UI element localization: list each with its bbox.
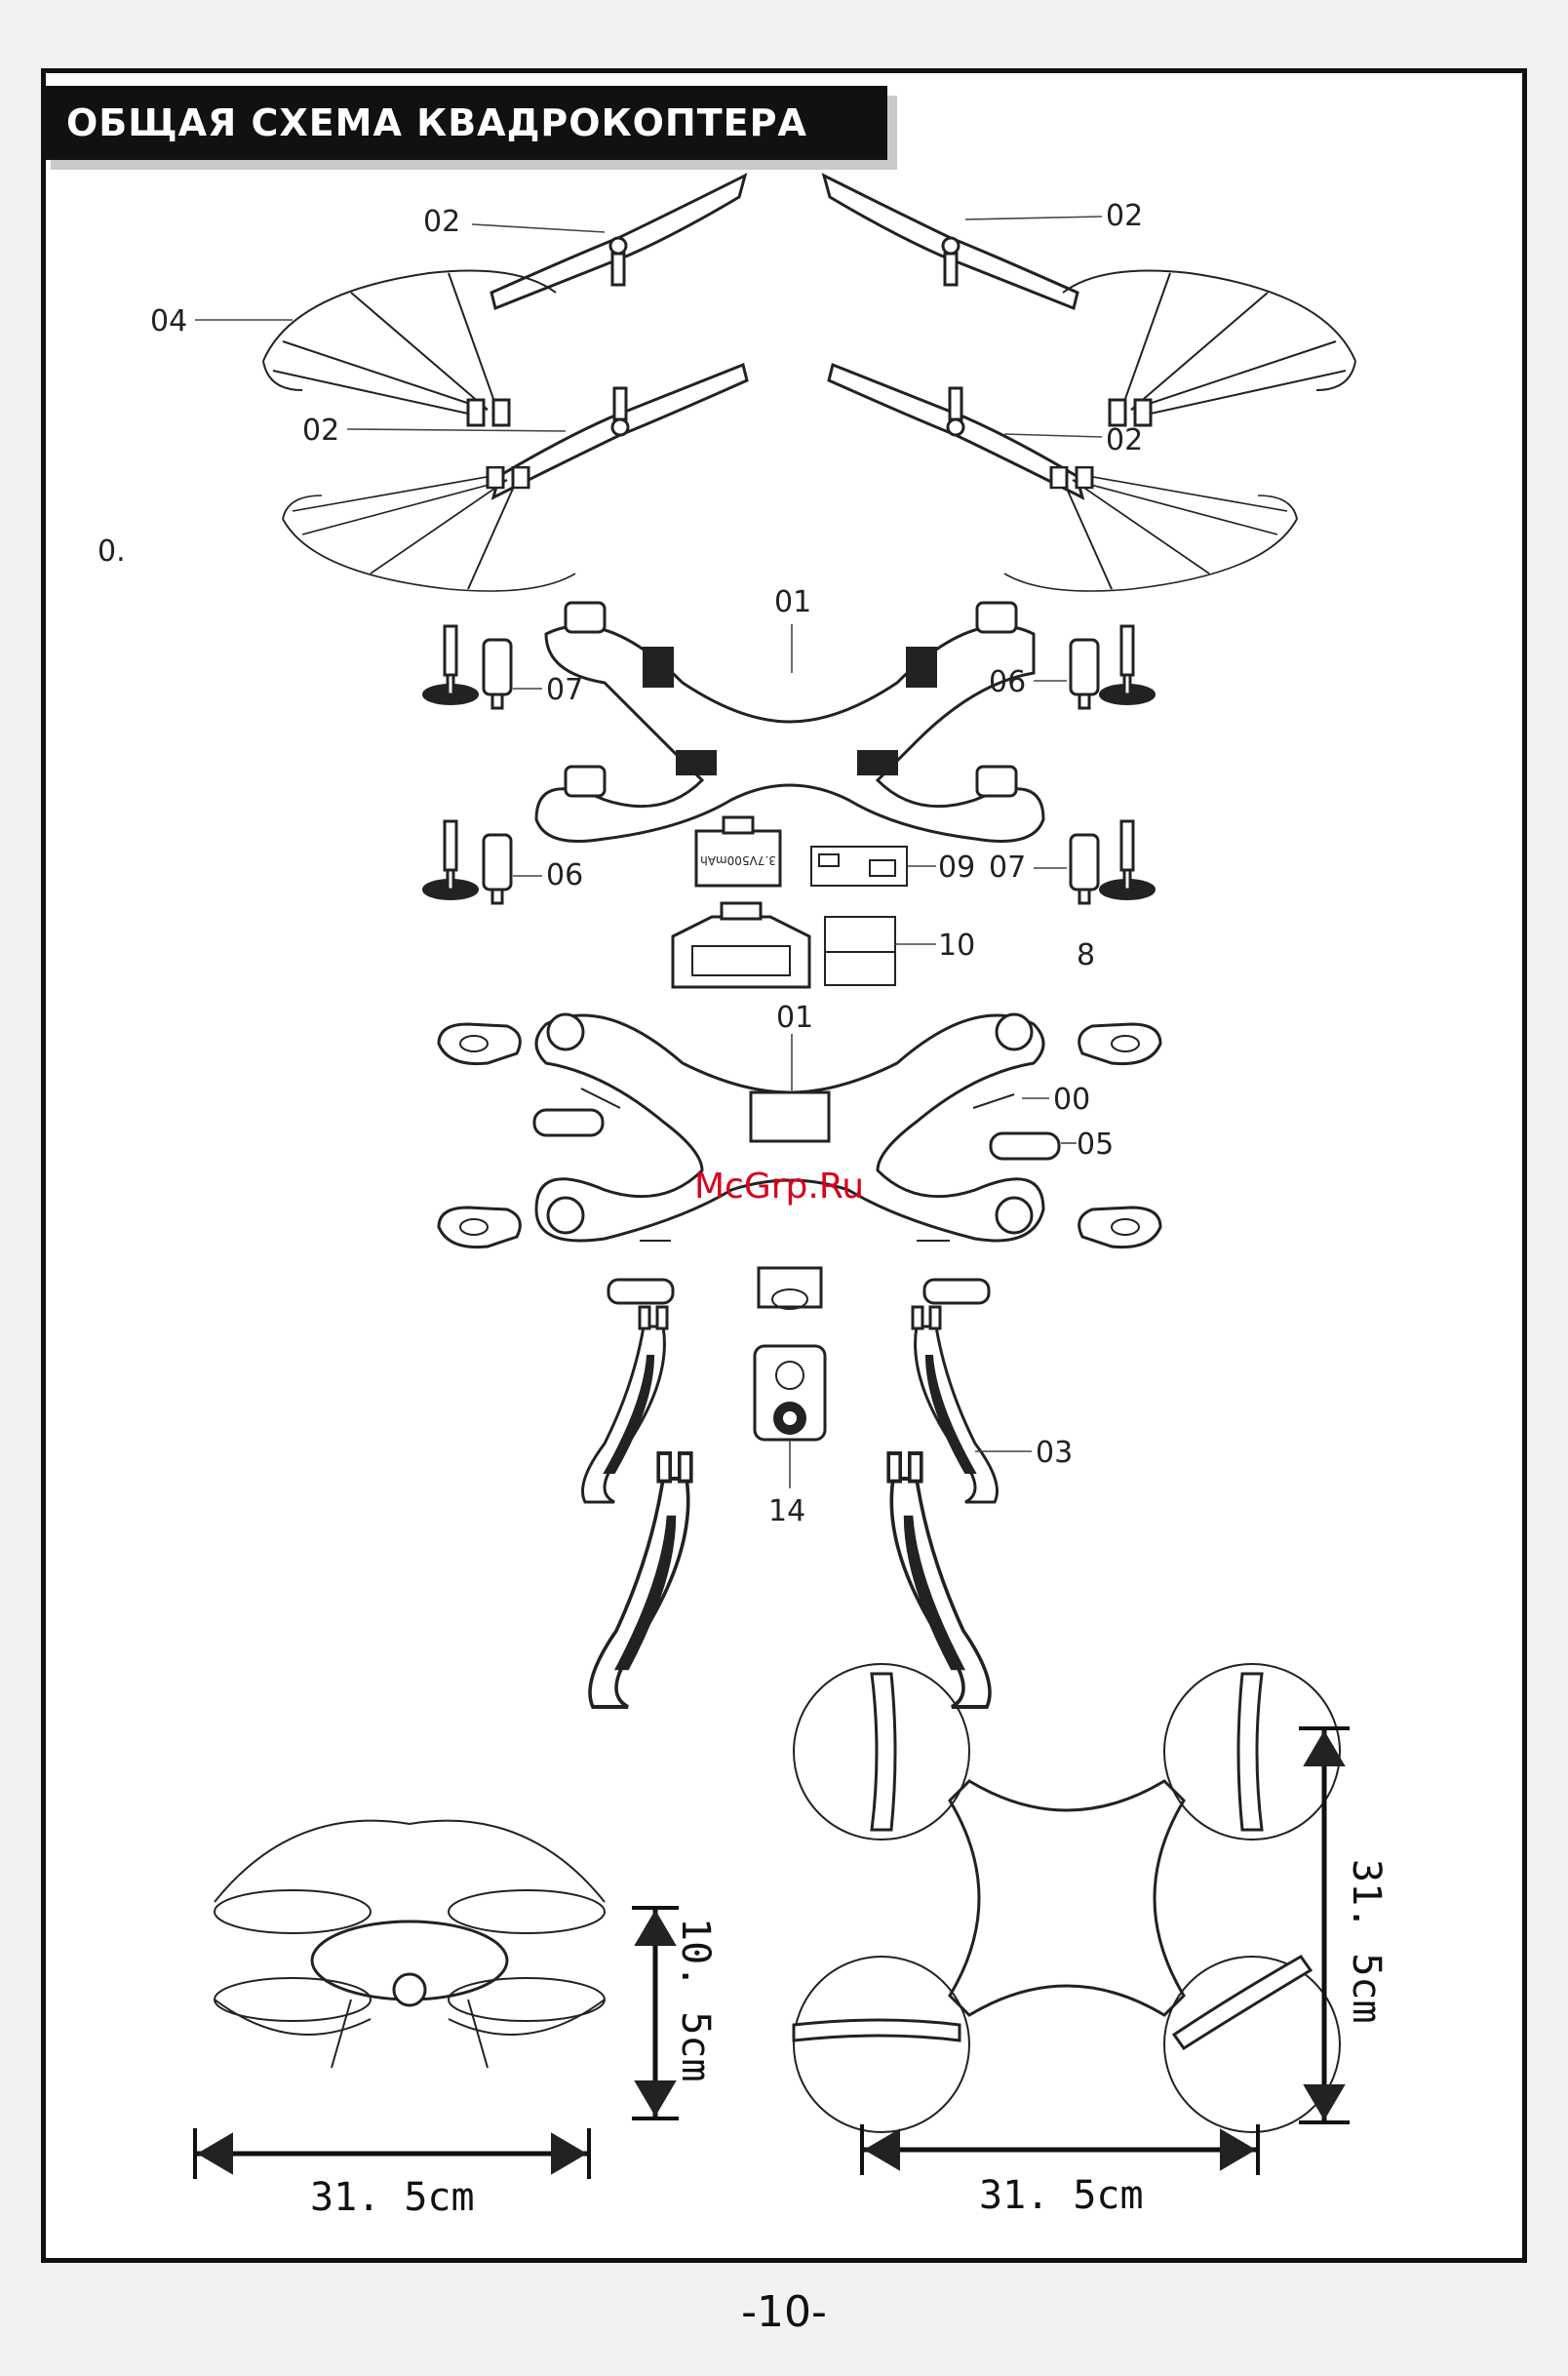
landing-leg-upper-left [583,1307,668,1502]
module-block [825,917,895,985]
motor-gear-lower-left [423,821,478,899]
label-07-upper: 07 [546,673,583,707]
label-07-lower: 07 [989,851,1026,885]
prop-guard-bottom-right [1004,467,1297,591]
label-09: 09 [938,851,975,885]
motor-can-upper-right [1071,640,1098,708]
top-width-label: 31. 5cm [979,2173,1144,2218]
label-02-top-right: 02 [1106,199,1143,233]
label-02-mid-right: 02 [1106,423,1143,457]
prop-guard-top-right [1063,271,1355,426]
label-8: 8 [1077,938,1095,972]
pad-bottom-right [924,1280,989,1303]
propeller-top-right [824,176,1078,308]
label-01-upper: 01 [774,585,811,619]
label-14: 14 [768,1494,805,1528]
motor-foot-upper-left [439,1024,520,1064]
motor-foot-upper-right [1079,1024,1160,1064]
label-10: 10 [938,929,975,963]
label-04: 04 [150,304,187,338]
lower-body-frame [536,1014,1043,1241]
label-06-upper: 06 [989,665,1026,699]
pad-right [991,1133,1059,1159]
camera-mount [759,1268,821,1309]
motor-gear-lower-right [1100,821,1155,899]
label-01-lower: 01 [776,1001,813,1035]
battery-label: 3.7V500mAh [700,853,776,867]
label-06-lower: 06 [546,858,583,892]
motor-gear-upper-right [1100,626,1155,704]
upper-body-shell [536,603,1043,842]
pad-bottom-left [608,1280,673,1303]
drone-top-view [794,1664,1340,2132]
page-number: -10- [0,2287,1568,2337]
prop-guard-bottom-left [283,467,575,591]
motor-gear-upper-left [423,626,478,704]
watermark: McGrp.Ru [694,1167,864,1207]
label-04-cut: 0. [98,535,126,569]
top-height-label: 31. 5cm [1344,1859,1389,2024]
motor-foot-lower-right [1079,1208,1160,1247]
motor-foot-lower-left [439,1208,520,1247]
circuit-board [811,847,907,886]
label-00: 00 [1053,1083,1090,1117]
side-height-label: 10. 5cm [673,1918,718,2082]
landing-leg-upper-right [913,1307,998,1502]
motor-can-lower-right [1071,835,1098,903]
camera [755,1346,825,1440]
label-03: 03 [1036,1436,1073,1470]
battery-tray [673,903,809,987]
propeller-mid-right [829,365,1082,497]
battery: 3.7V500mAh [696,817,780,886]
motor-can-lower-left [484,835,511,903]
drone-side-view [215,1821,605,2068]
pad-left [534,1110,603,1135]
side-width-label: 31. 5cm [310,2175,475,2220]
propeller-top-left [491,176,745,308]
label-05: 05 [1077,1128,1114,1162]
label-02-mid-left: 02 [302,414,339,448]
motor-can-upper-left [484,640,511,708]
label-02-top-left: 02 [423,205,460,239]
